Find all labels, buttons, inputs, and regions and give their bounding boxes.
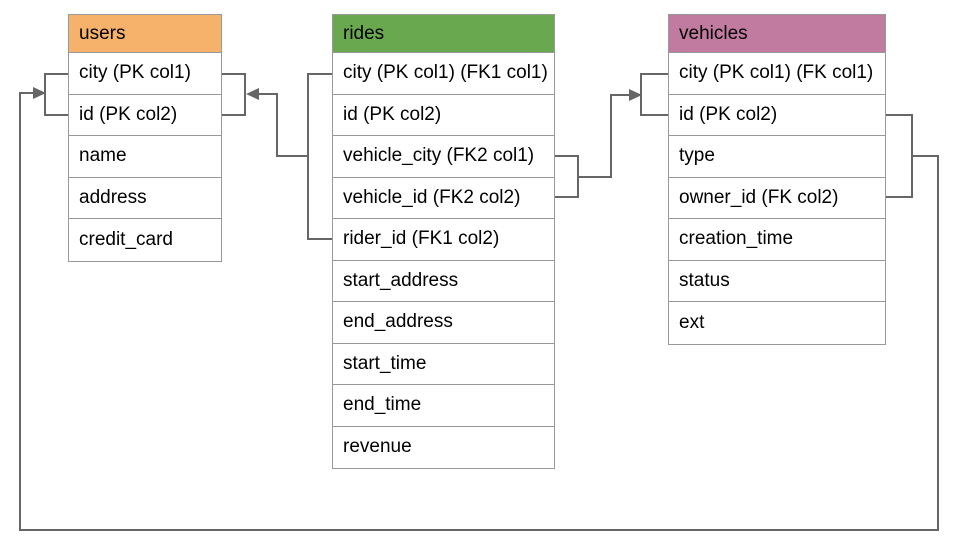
table-row: status [669,260,885,302]
connector-rides-to-users [222,73,332,240]
table-row: id (PK col2) [333,94,554,136]
column-label: revenue [343,436,412,458]
column-label: address [79,186,147,208]
table-row: end_time [333,385,554,427]
column-label: end_time [343,394,422,416]
column-label: city (PK col1) (FK col1) [679,62,874,84]
table-row: id (PK col2) [669,94,885,136]
table-row: owner_id (FK col2) [669,177,885,219]
table-row: creation_time [669,219,885,261]
bracket-users-left [44,73,68,116]
column-label: type [679,145,715,167]
column-label: city (PK col1) [79,62,191,84]
table-row: end_address [333,302,554,344]
arrowhead-icon [629,89,642,101]
column-label: city (PK col1) (FK1 col1) [343,62,548,84]
column-label: owner_id (FK col2) [679,186,839,208]
arrowhead-icon [246,88,259,100]
table-row: city (PK col1) (FK1 col1) [333,53,554,95]
column-label: name [79,145,127,167]
table-row: vehicle_id (FK2 col2) [333,177,554,219]
column-label: vehicle_id (FK2 col2) [343,186,521,208]
table-row: name [69,136,221,178]
table-row: rider_id (FK1 col2) [333,219,554,261]
column-label: rider_id (FK1 col2) [343,228,500,250]
column-label: id (PK col2) [679,103,778,125]
bracket-rides-right [555,155,579,198]
bracket-users-right [222,73,246,116]
table-row: ext [669,302,885,344]
table-header-vehicles: vehicles [669,15,885,53]
column-label: id (PK col2) [79,103,178,125]
column-label: creation_time [679,228,794,250]
table-header-users: users [69,15,221,53]
column-label: vehicle_city (FK2 col1) [343,145,535,167]
table-row: address [69,177,221,219]
table-vehicles: vehicles city (PK col1) (FK col1) id (PK… [668,14,886,345]
link-line [259,93,308,157]
bracket-vehicles-left [640,73,668,116]
table-row: start_address [333,260,554,302]
link-line [578,94,629,178]
link-line [19,92,939,531]
table-row: id (PK col2) [69,94,221,136]
column-label: start_address [343,269,459,291]
column-label: id (PK col2) [343,103,442,125]
table-row: city (PK col1) (FK col1) [669,53,885,95]
column-label: end_address [343,311,453,333]
arrowhead-icon [33,87,46,99]
connector-rides-to-vehicles [555,73,668,198]
bracket-rides-left [307,73,332,240]
table-header-rides: rides [333,15,554,53]
connector-vehicles-to-users [19,73,939,531]
table-users: users city (PK col1) id (PK col2) name a… [68,14,222,262]
table-rides: rides city (PK col1) (FK1 col1) id (PK c… [332,14,555,469]
table-row: vehicle_city (FK2 col1) [333,136,554,178]
bracket-vehicles-right [886,114,913,198]
column-label: status [679,269,730,291]
table-row: type [669,136,885,178]
table-row: revenue [333,426,554,468]
column-label: start_time [343,352,427,374]
table-row: credit_card [69,219,221,261]
column-label: ext [679,311,705,333]
table-row: city (PK col1) [69,53,221,95]
column-label: credit_card [79,228,173,250]
table-row: start_time [333,343,554,385]
